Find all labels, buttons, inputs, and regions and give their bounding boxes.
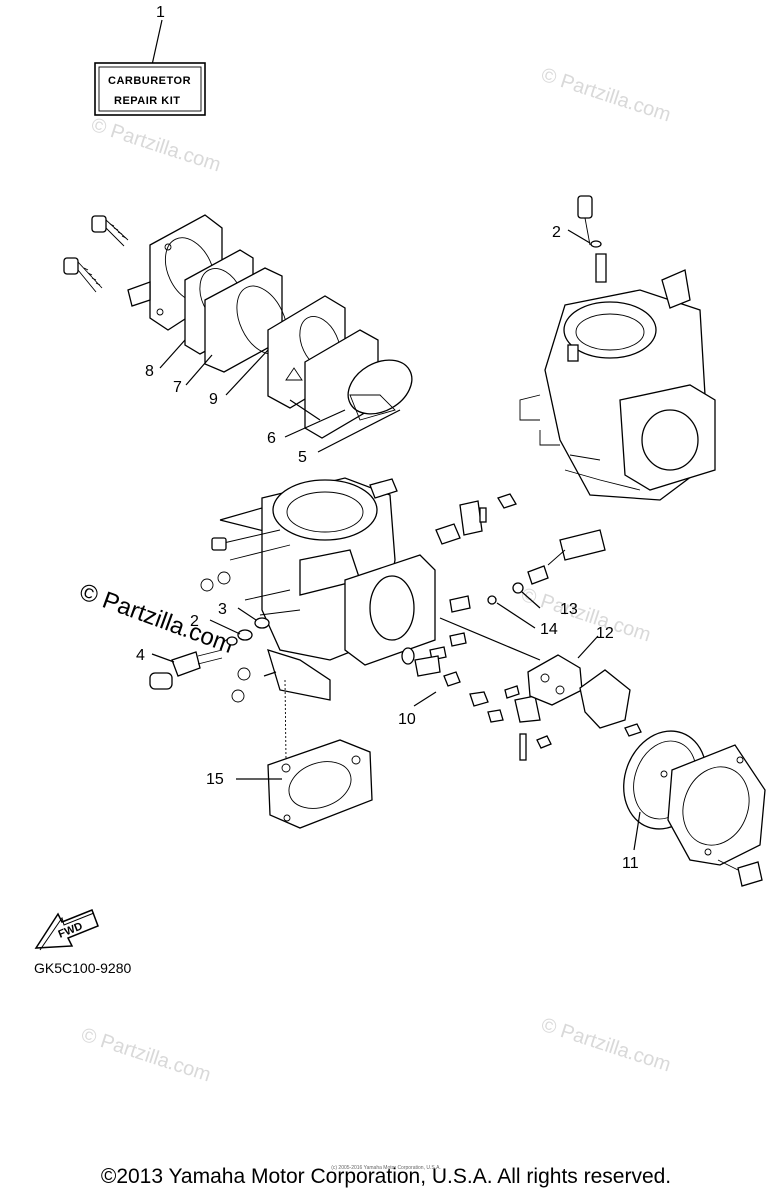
callout-2: 2 — [552, 224, 561, 241]
spring-icon — [527, 565, 549, 585]
copyright-notice: ©2013 Yamaha Motor Corporation, U.S.A. A… — [100, 1165, 672, 1188]
callout-9: 9 — [209, 391, 218, 408]
callout-11: 11 — [622, 855, 639, 872]
callout-2: 2 — [190, 613, 199, 630]
part-code: GK5C100-9280 — [34, 960, 132, 976]
watermark-bold: © Partzilla.com — [76, 578, 237, 659]
screw-icon — [63, 257, 103, 293]
callout-5: 5 — [298, 449, 307, 466]
needle-valve-icon — [559, 529, 606, 561]
small-copyright: (c) 2005-2016 Yamaha Motor Corporation, … — [331, 1165, 441, 1171]
screw-icon — [91, 215, 129, 247]
callout-1: 1 — [156, 4, 165, 21]
small-parts-right — [401, 493, 642, 761]
spring-icon — [595, 253, 607, 283]
callout-3: 3 — [218, 601, 227, 618]
nipple-icon — [127, 281, 151, 307]
callout-7: 7 — [173, 379, 182, 396]
kit-label-line2: REPAIR KIT — [114, 95, 181, 107]
callout-12: 12 — [596, 625, 614, 642]
watermark-text: © Partzilla.com — [538, 1014, 673, 1077]
carburetor-assembly-right — [519, 195, 716, 501]
callout-10: 10 — [398, 711, 416, 728]
kit-box-outer — [94, 62, 206, 116]
spring-icon — [435, 523, 461, 545]
small-parts-left — [149, 571, 277, 703]
callout-13: 13 — [560, 601, 578, 618]
cover-plate-11 — [667, 744, 766, 866]
callout-14: 14 — [540, 621, 558, 638]
pilot-screw-icon — [171, 651, 201, 677]
screw-icon — [737, 861, 763, 887]
callout-numbers: 1 2 2 3 4 5 6 7 8 9 10 11 12 13 14 15 — [136, 4, 639, 872]
carburetor-body-center — [211, 399, 436, 761]
watermark-text: © Partzilla.com — [88, 114, 223, 177]
callout-6: 6 — [267, 430, 276, 447]
kit-label-line1: CARBURETOR — [108, 75, 191, 87]
callout-8: 8 — [145, 363, 154, 380]
repair-kit-box: CARBURETOR REPAIR KIT — [94, 19, 206, 116]
callout-4: 4 — [136, 647, 145, 664]
gasket-12 — [527, 654, 583, 706]
leader-lines — [151, 229, 641, 851]
jet-icon — [414, 655, 441, 677]
leader-line — [151, 19, 163, 66]
cover-gasket-stack — [63, 214, 413, 439]
o-ring-icon — [237, 629, 253, 641]
fwd-arrow: FWD — [34, 909, 99, 951]
callout-15: 15 — [206, 771, 224, 788]
watermark-text: © Partzilla.com — [78, 1024, 213, 1087]
diaphragm-cover-11 — [623, 730, 766, 887]
watermark-text: © Partzilla.com — [538, 64, 673, 127]
o-ring-icon — [254, 617, 270, 629]
gasket-15 — [267, 739, 373, 829]
kit-box-inner — [98, 66, 202, 112]
watermark-text: © Partzilla.com — [518, 584, 653, 647]
cover-12 — [579, 669, 631, 729]
arrow-icon — [34, 909, 99, 949]
